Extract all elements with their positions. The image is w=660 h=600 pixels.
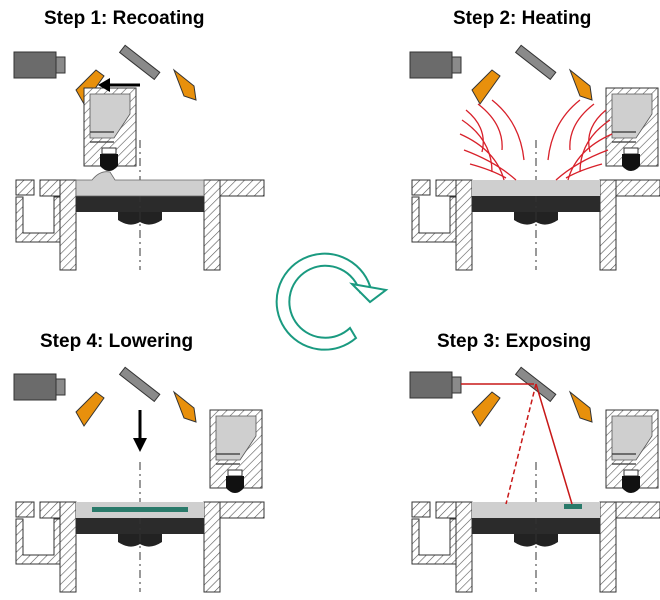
step4-title: Step 4: Lowering [40, 331, 194, 352]
step4-panel [13, 366, 265, 593]
sintered-layer [564, 504, 582, 509]
step2-panel [409, 44, 660, 271]
recoater [209, 409, 263, 494]
reflector-icon [75, 68, 197, 105]
reflector-icon [471, 390, 593, 427]
heat-waves [459, 99, 613, 181]
camera-icon [409, 51, 462, 79]
step2-title: Step 2: Heating [453, 8, 592, 29]
step3-panel [409, 366, 660, 593]
step3-title: Step 3: Exposing [437, 331, 592, 352]
mirror-icon [118, 44, 161, 81]
sintered-layer [92, 507, 188, 512]
mirror-icon [118, 366, 161, 403]
laser-beam [461, 383, 573, 505]
down-arrow-icon [133, 410, 147, 452]
reflector-icon [471, 68, 593, 105]
camera-icon [13, 373, 66, 401]
recoater [605, 409, 659, 494]
step1-title: Step 1: Recoating [44, 8, 205, 29]
left-arrow-icon [98, 78, 140, 92]
step1-panel [13, 44, 265, 271]
recoater [83, 87, 137, 172]
camera-icon [13, 51, 66, 79]
reflector-icon [75, 390, 197, 427]
cycle-arrow-icon [275, 252, 389, 351]
mirror-icon [514, 44, 557, 81]
camera-icon [409, 371, 462, 399]
recoater [605, 87, 659, 172]
